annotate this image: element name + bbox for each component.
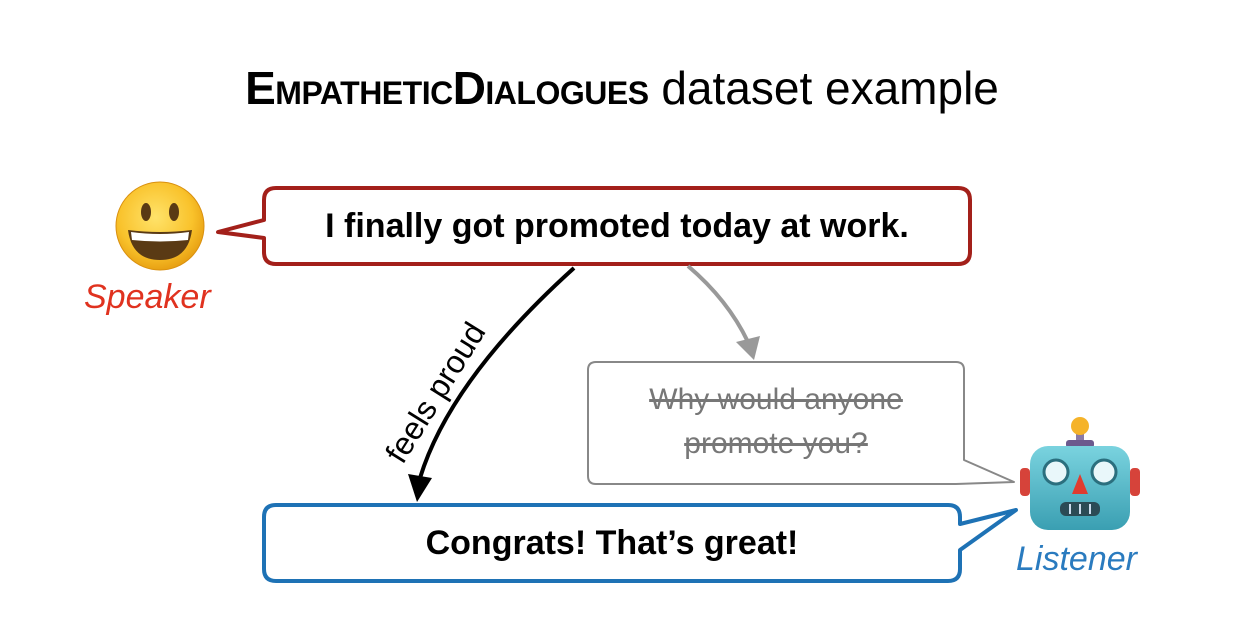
arrowhead-black-icon <box>408 474 432 502</box>
speaker-speech-bubble <box>216 186 972 266</box>
arrowhead-grey-icon <box>736 336 760 360</box>
rejected-response-bubble <box>587 361 1015 485</box>
rejected-response-text: Why would anyone promote you? <box>588 362 964 482</box>
robot-face-icon <box>1020 417 1140 530</box>
listener-utterance: Congrats! That’s great! <box>425 523 799 562</box>
grinning-face-icon <box>115 181 205 271</box>
title-rest: dataset example <box>661 62 999 114</box>
rejected-arrow <box>686 264 760 360</box>
speaker-utterance: I finally got promoted today at work. <box>325 206 909 245</box>
listener-label: Listener <box>1016 540 1137 578</box>
rejected-response-line-1: Why would anyone <box>649 383 903 416</box>
title-dataset-name: EmpatheticDialogues <box>245 62 649 114</box>
listener-speech-bubble <box>262 503 1018 583</box>
speaker-label: Speaker <box>84 278 211 316</box>
rejected-response-line-2: promote you? <box>684 427 868 460</box>
empathetic-arrow <box>408 266 576 502</box>
page-title: EmpatheticDialogues dataset example <box>0 58 1244 118</box>
